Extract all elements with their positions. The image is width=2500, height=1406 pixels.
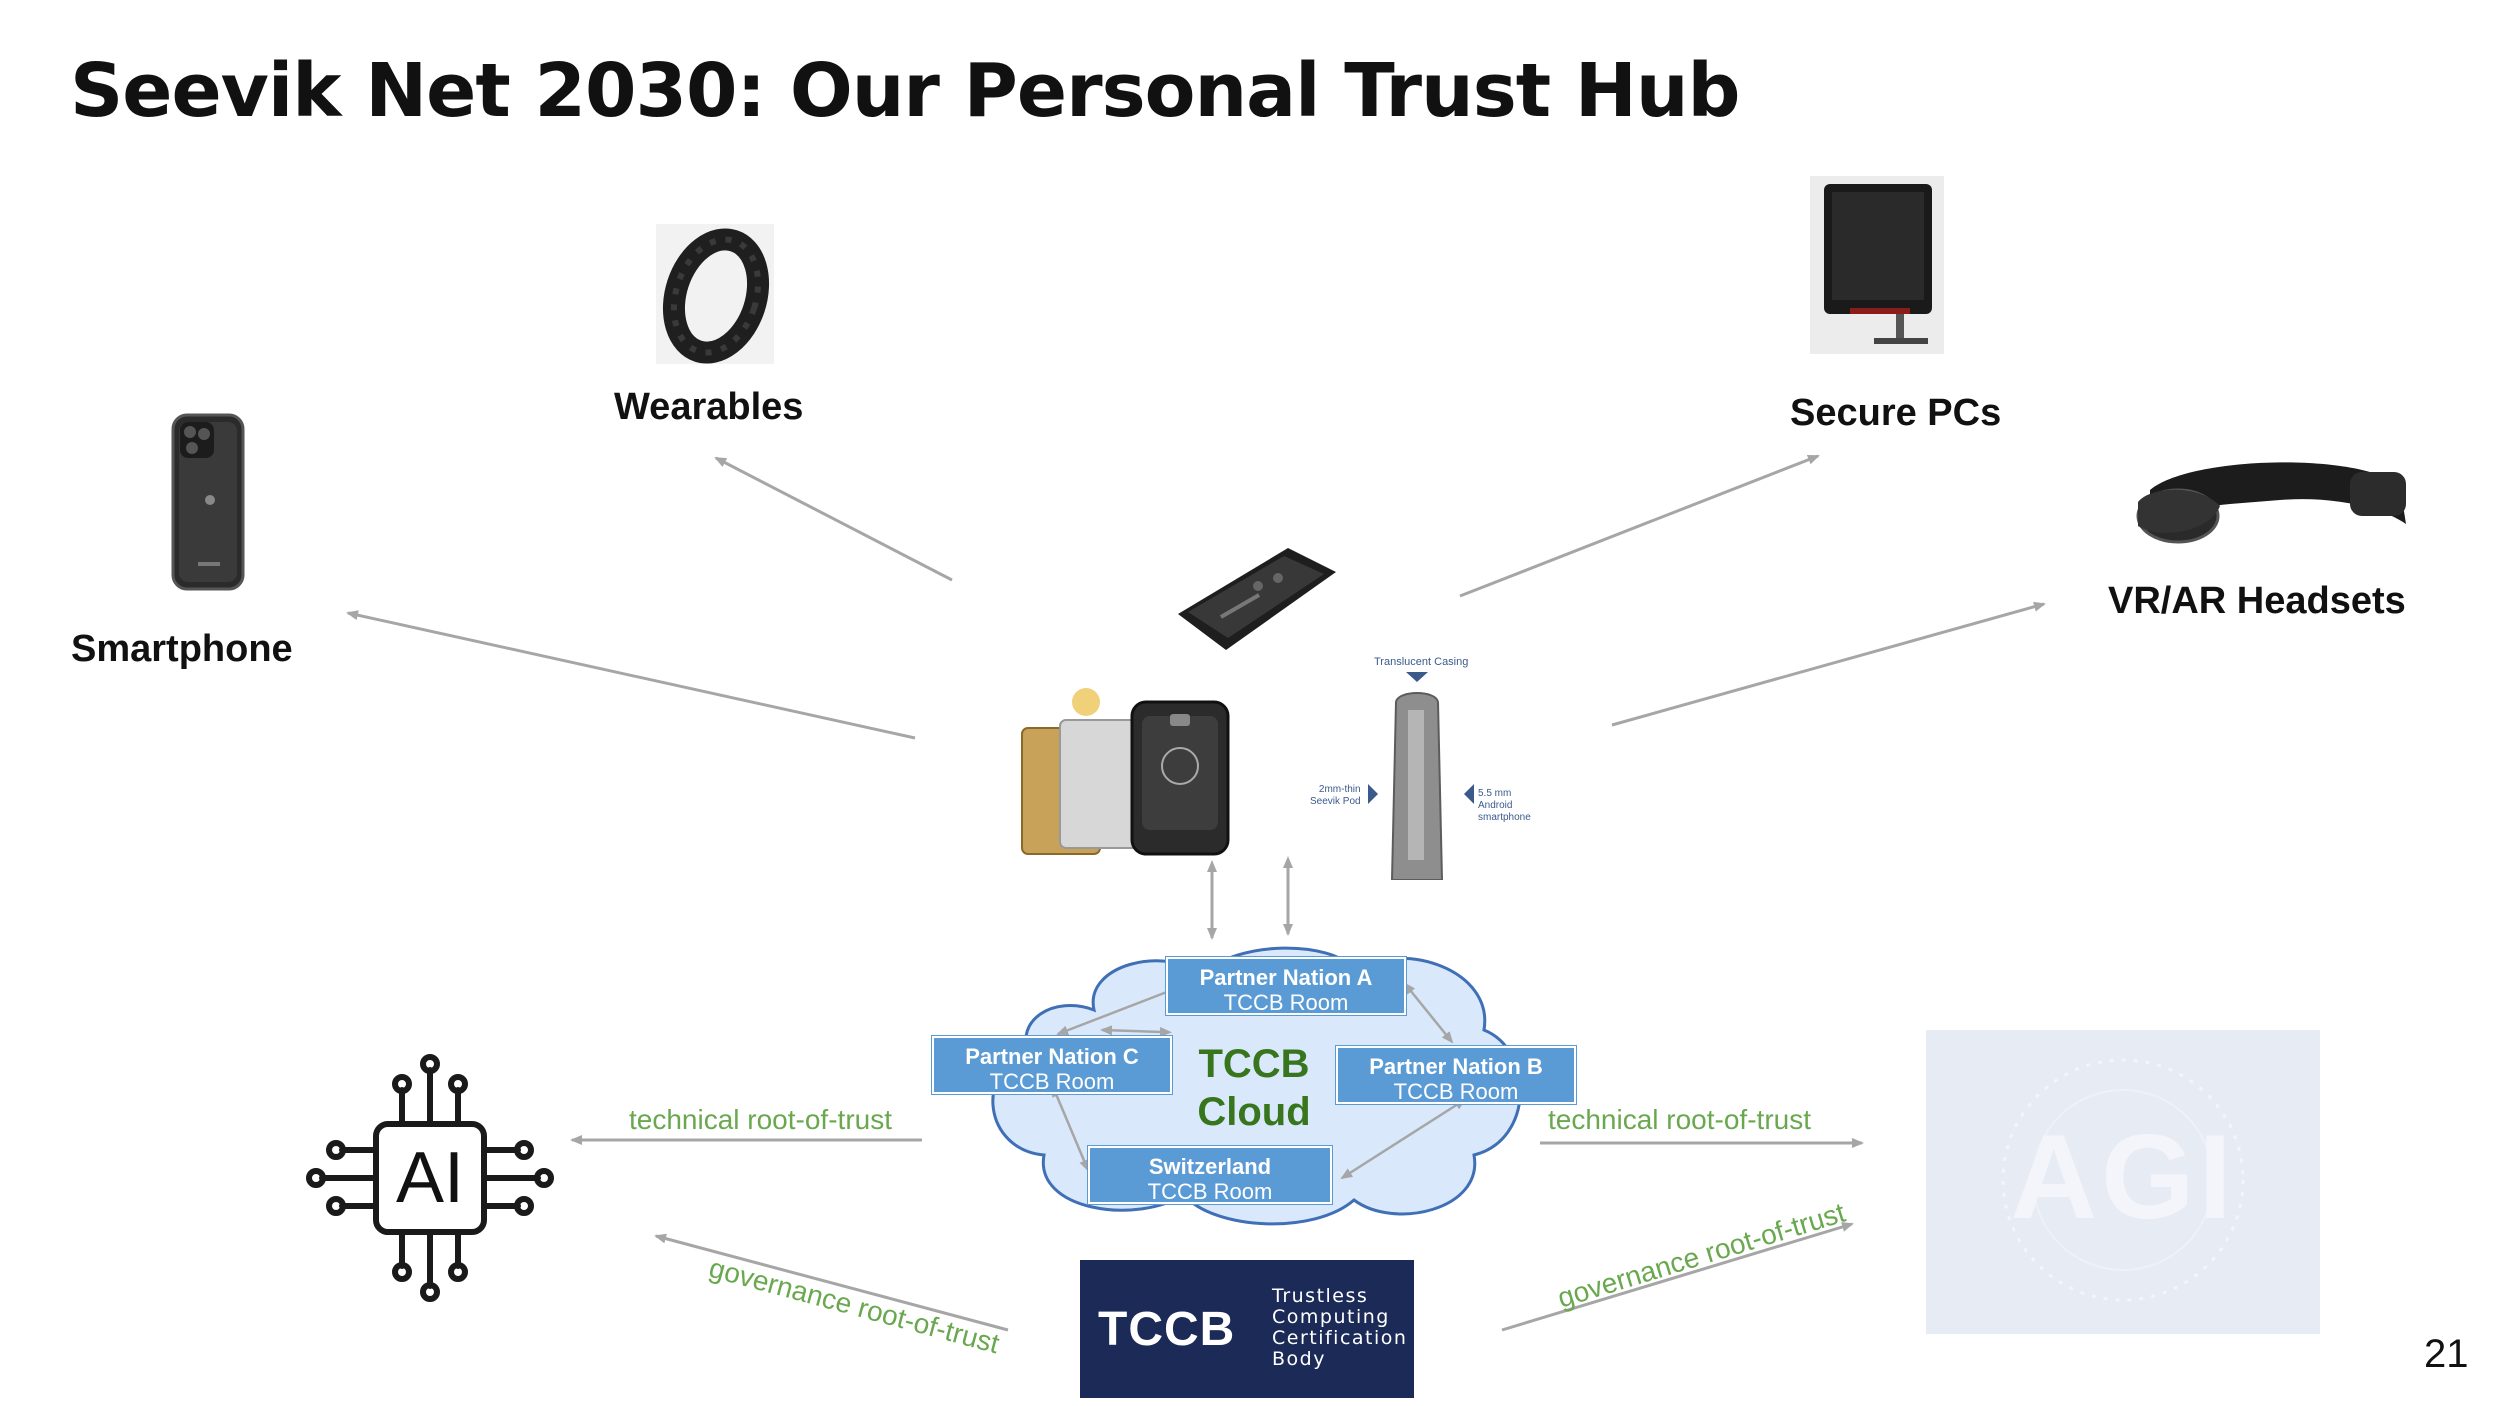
tccb-logo-acronym: TCCB [1098, 1303, 1236, 1356]
tccb-line3: Certification [1272, 1327, 1408, 1349]
hub-figure: Translucent Casing 2mm-thin Seevik Pod 5… [1020, 540, 1540, 880]
arrow-governance-right [1501, 1222, 1854, 1332]
agi-glow-icon [2001, 1058, 2245, 1302]
ai-chip-label: AI [395, 1138, 465, 1218]
arrow-to-wearables [714, 456, 953, 582]
monitor-icon [1810, 176, 1944, 354]
wearables-label: Wearables [614, 386, 804, 428]
pod-pointer-icon [1368, 784, 1378, 804]
ai-chip: AI [304, 1052, 556, 1304]
cloud-title-line2: Cloud [1197, 1090, 1311, 1134]
link-a-c [1056, 986, 1182, 1036]
arrow-governance-left [654, 1233, 1009, 1332]
pod-thickness-line2: Seevik Pod [1310, 796, 1361, 807]
phone-thickness-label: 5.5 mm Android smartphone [1478, 788, 1531, 824]
technical-root-left-label: technical root-of-trust [629, 1104, 892, 1135]
cloud-title: TCCB Cloud [1196, 1040, 1312, 1136]
node-c-name: Partner Nation C [965, 1044, 1139, 1069]
ai-chip-icon [306, 1054, 554, 1302]
phone-pointer-icon [1464, 784, 1474, 804]
casing-label: Translucent Casing [1374, 656, 1469, 668]
casing-marker-icon [1406, 672, 1428, 682]
node-partner-nation-b: Partner Nation B TCCB Room [1336, 1046, 1576, 1104]
node-switzerland-name: Switzerland [1148, 1154, 1272, 1179]
arrow-to-secure-pcs [1459, 454, 1820, 598]
node-switzerland: Switzerland TCCB Room [1088, 1146, 1332, 1204]
phone-thickness-line3: smartphone [1478, 812, 1531, 823]
node-c-sub: TCCB Room [989, 1069, 1115, 1094]
pod-thickness-line1: 2mm-thin [1318, 784, 1361, 795]
tccb-logo-fullname: Trustless Computing Certification Body [1272, 1286, 1407, 1370]
tablet-icon [1178, 548, 1336, 650]
cloud-title-line1: TCCB [1198, 1042, 1310, 1086]
agi-image: AGI [1926, 1030, 2320, 1334]
phone-thickness-line1: 5.5 mm [1478, 788, 1512, 799]
node-b-sub: TCCB Room [1393, 1079, 1519, 1104]
node-partner-nation-c: Partner Nation C TCCB Room [932, 1036, 1172, 1094]
node-a-sub: TCCB Room [1223, 990, 1349, 1015]
smartphone-label: Smartphone [71, 628, 293, 670]
tccb-line4: Body [1272, 1348, 1326, 1370]
wristband-icon [656, 224, 774, 364]
link-c-switzerland [1052, 1084, 1090, 1172]
page-number: 21 [2424, 1332, 2469, 1376]
headset-icon [2136, 462, 2406, 544]
technical-root-right-label: technical root-of-trust [1548, 1104, 1811, 1135]
phone-thickness-line2: Android [1478, 800, 1513, 811]
slide-title: Seevik Net 2030: Our Personal Trust Hub [70, 48, 1741, 134]
arrow-to-vr-ar [1611, 601, 2046, 727]
node-switzerland-sub: TCCB Room [1147, 1179, 1273, 1204]
tccb-logo: TCCB Trustless Computing Certification B… [1080, 1260, 1414, 1398]
vr-ar-label: VR/AR Headsets [2108, 580, 2406, 622]
smartphone-icon [171, 413, 245, 591]
node-b-name: Partner Nation B [1369, 1054, 1543, 1079]
tccb-line1: Trustless [1272, 1285, 1369, 1307]
secure-pcs-label: Secure PCs [1790, 392, 2002, 434]
node-partner-nation-a: Partner Nation A TCCB Room [1166, 957, 1406, 1015]
cards-and-pod-icon [1021, 688, 1230, 856]
agi-label: AGI [2010, 1110, 2236, 1244]
node-a-name: Partner Nation A [1199, 965, 1373, 990]
tccb-line2: Computing [1272, 1306, 1390, 1328]
link-b-switzerland [1340, 1098, 1467, 1180]
pod-profile-icon [1390, 692, 1444, 880]
link-a-b [1403, 982, 1454, 1044]
pod-thickness-label: 2mm-thin Seevik Pod [1310, 784, 1361, 808]
arrow-to-smartphone [346, 610, 916, 740]
